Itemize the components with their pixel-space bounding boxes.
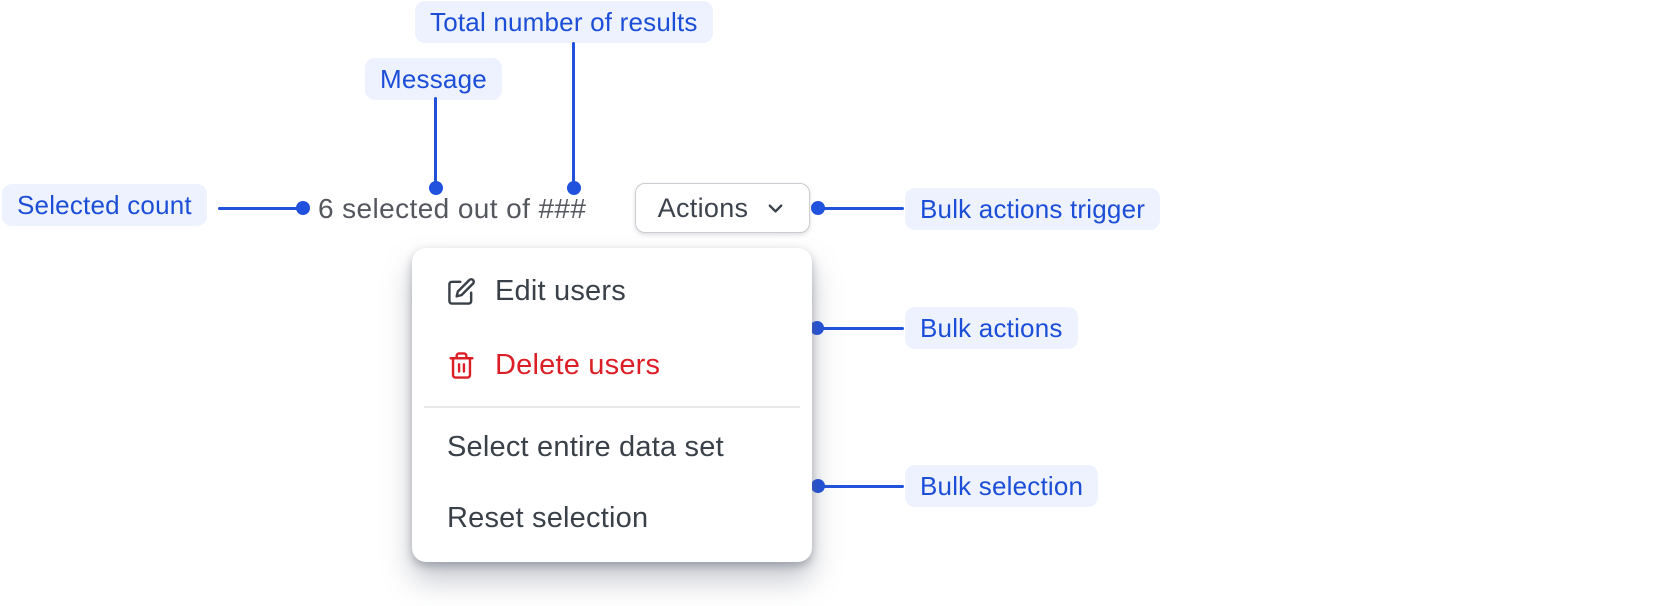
menu-item-label: Select entire data set [447,430,724,463]
connector-bulk-actions-dot [810,321,824,335]
connector-bulk-selection-dot [811,479,825,493]
menu-item-label: Edit users [495,274,626,307]
connector-trigger-line [822,207,904,210]
connector-selected-count-line [218,207,298,210]
menu-item-reset-selection[interactable]: Reset selection [412,498,812,538]
annotation-total-results: Total number of results [415,1,713,43]
menu-item-edit-users[interactable]: Edit users [412,271,812,311]
connector-trigger-dot [811,201,825,215]
chevron-down-icon [764,197,787,220]
bulk-actions-menu: Edit users Delete users Select entire da… [412,248,812,562]
menu-item-select-entire-data-set[interactable]: Select entire data set [412,427,812,467]
connector-bulk-selection-line [822,485,904,488]
menu-item-label: Delete users [495,348,661,381]
actions-button-label: Actions [657,192,749,223]
connector-total-results-dot [567,181,581,195]
edit-icon [447,277,476,306]
menu-divider [424,406,800,408]
trash-icon [447,351,476,380]
menu-item-label: Reset selection [447,501,649,534]
connector-bulk-actions-line [821,327,904,330]
annotation-bulk-selection: Bulk selection [905,465,1099,507]
connector-message-dot [429,181,443,195]
selection-message: 6 selected out of ### [318,193,587,224]
annotation-bulk-actions: Bulk actions [905,307,1078,349]
connector-total-results-line [572,42,575,183]
connector-selected-count-dot [296,201,310,215]
annotation-bulk-actions-trigger: Bulk actions trigger [905,188,1161,230]
actions-button[interactable]: Actions [635,183,810,233]
annotation-message: Message [365,58,502,100]
menu-item-delete-users[interactable]: Delete users [412,345,812,385]
connector-message-line [434,97,437,183]
annotation-selected-count: Selected count [2,184,207,226]
